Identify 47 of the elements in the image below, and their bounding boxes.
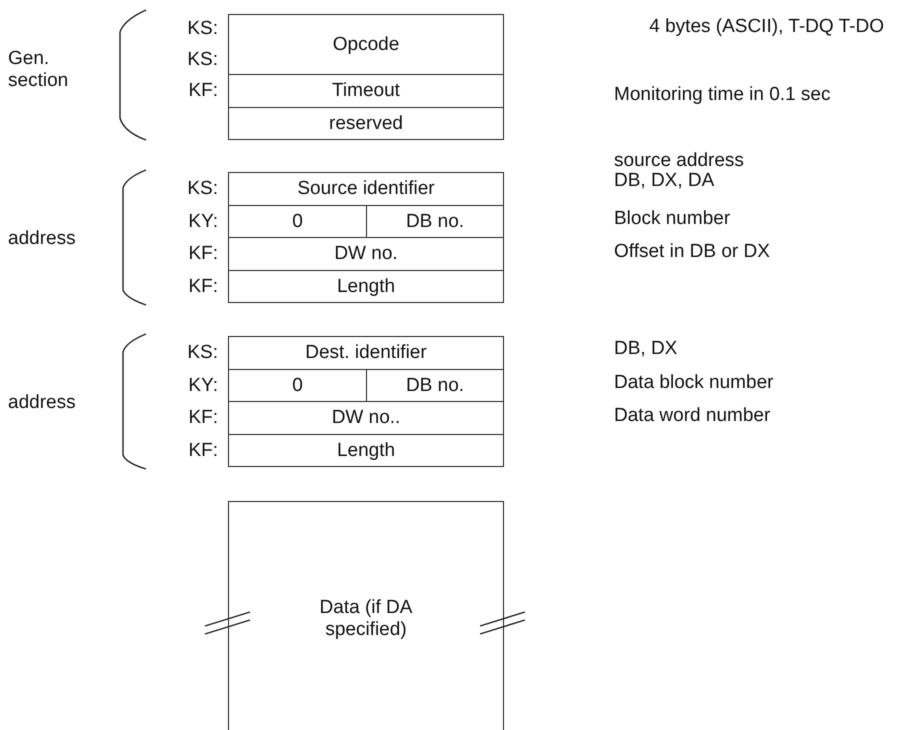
field-description: DB, DX <box>614 338 678 360</box>
field-box <box>228 74 504 108</box>
data-type-code: KY: <box>187 212 218 230</box>
field-description: source address <box>614 150 744 172</box>
field-name: Timeout <box>332 80 400 102</box>
field-box <box>228 270 504 303</box>
field-name: Length <box>336 440 396 462</box>
field-name: DW no. <box>334 243 398 265</box>
data-type-code: KS: <box>186 50 218 69</box>
field-description: Block number <box>614 208 730 230</box>
group-label: Gen. section <box>8 48 70 92</box>
field-box <box>228 336 504 370</box>
data-type-code: KF: <box>187 440 218 460</box>
field-description: 4 bytes (ASCII), T-DQ T-DO <box>648 16 884 38</box>
field-name: reserved <box>329 112 403 134</box>
field-box <box>228 401 504 435</box>
field-name: Opcode <box>332 34 400 56</box>
data-type-code: KF: <box>187 244 218 263</box>
field-box <box>228 107 504 140</box>
field-name: DW no.. <box>332 407 400 429</box>
field-description: Monitoring time in 0.1 sec <box>614 84 830 106</box>
data-type-code: KS: <box>186 343 218 362</box>
data-type-code: KS: <box>186 19 218 38</box>
group-label: address <box>8 228 76 250</box>
field-box <box>228 172 504 206</box>
field-name: 0 <box>292 374 303 396</box>
field-name: Dest. identifier <box>305 342 427 364</box>
group-label: address <box>8 392 76 414</box>
field-box <box>228 434 504 467</box>
field-name: Length <box>336 276 396 298</box>
field-description: DB, DX, DA <box>614 170 714 192</box>
field-name: Source identifier <box>297 178 435 200</box>
field-box <box>228 501 504 730</box>
data-type-code: KF: <box>187 276 218 296</box>
field-name: DB no. <box>406 374 464 396</box>
field-description: Data word number <box>614 405 770 427</box>
data-type-code: KF: <box>187 408 218 427</box>
field-name: 0 <box>292 210 303 232</box>
field-box <box>228 237 504 271</box>
data-type-code: KY: <box>187 376 218 394</box>
data-type-code: KF: <box>187 81 218 100</box>
field-name: DB no. <box>406 210 464 232</box>
data-type-code: KS: <box>186 179 218 198</box>
field-box <box>228 14 504 75</box>
field-name: Data (if DA specified) <box>318 597 414 641</box>
field-description: Data block number <box>614 372 774 394</box>
field-description: Offset in DB or DX <box>614 241 770 263</box>
